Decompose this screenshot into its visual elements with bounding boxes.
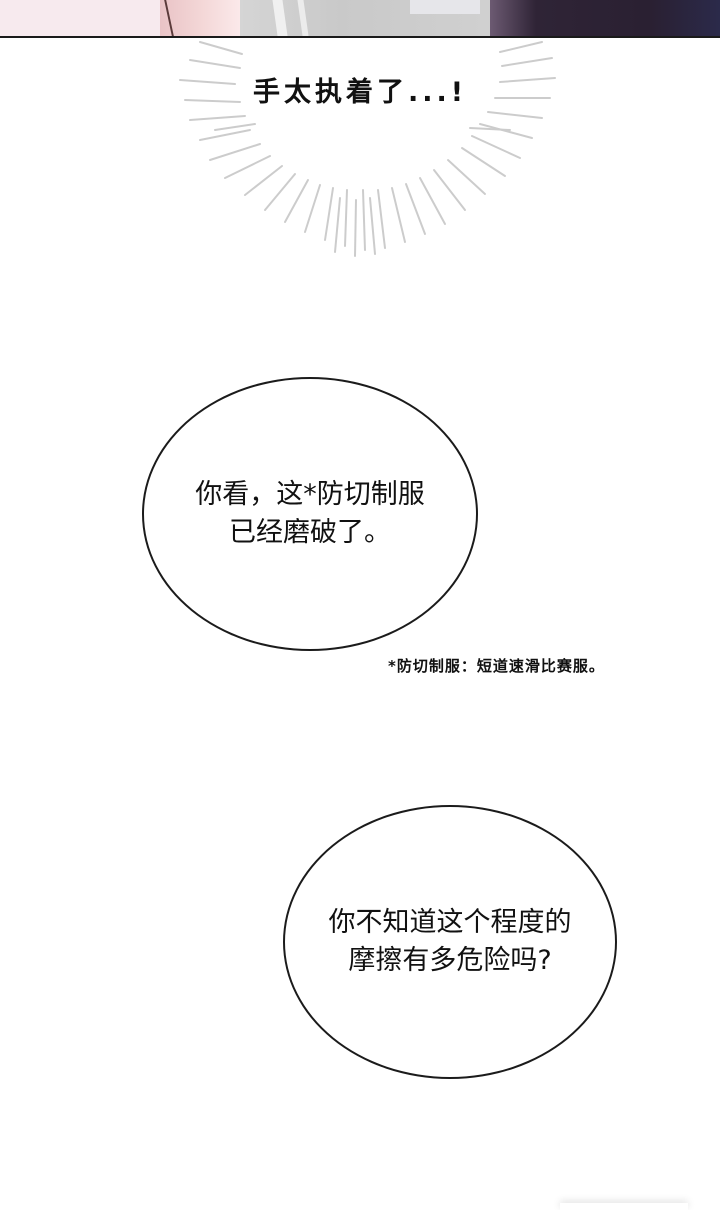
panel-art-figure: [160, 0, 240, 36]
speech-bubble-2-text: 你不知道这个程度的 摩擦有多危险吗?: [329, 904, 572, 980]
speech-bubble-1-text: 你看，这*防切制服 已经磨破了。: [195, 476, 425, 552]
speech-bubble-1-line-2: 已经磨破了。: [229, 517, 391, 548]
panel-art-motion-area: [240, 0, 490, 36]
shout-caption: 手太执着了...!: [252, 77, 468, 108]
panel-art-dark-area: [490, 0, 720, 36]
speech-bubble-2: 你不知道这个程度的 摩擦有多危险吗?: [283, 805, 617, 1079]
speech-bubble-2-line-1: 你不知道这个程度的: [328, 907, 572, 938]
next-panel-edge: [560, 1203, 688, 1210]
speech-bubble-2-line-2: 摩擦有多危险吗?: [348, 945, 552, 976]
emphasis-burst-lines: [179, 41, 556, 257]
speech-bubble-1: 你看，这*防切制服 已经磨破了。: [142, 377, 478, 651]
panel-art-background: [0, 0, 165, 36]
top-comic-panel: [0, 0, 720, 38]
translator-footnote: *防切制服：短道速滑比赛服。: [388, 657, 605, 675]
speech-bubble-1-line-1: 你看，这*防切制服: [195, 479, 425, 510]
